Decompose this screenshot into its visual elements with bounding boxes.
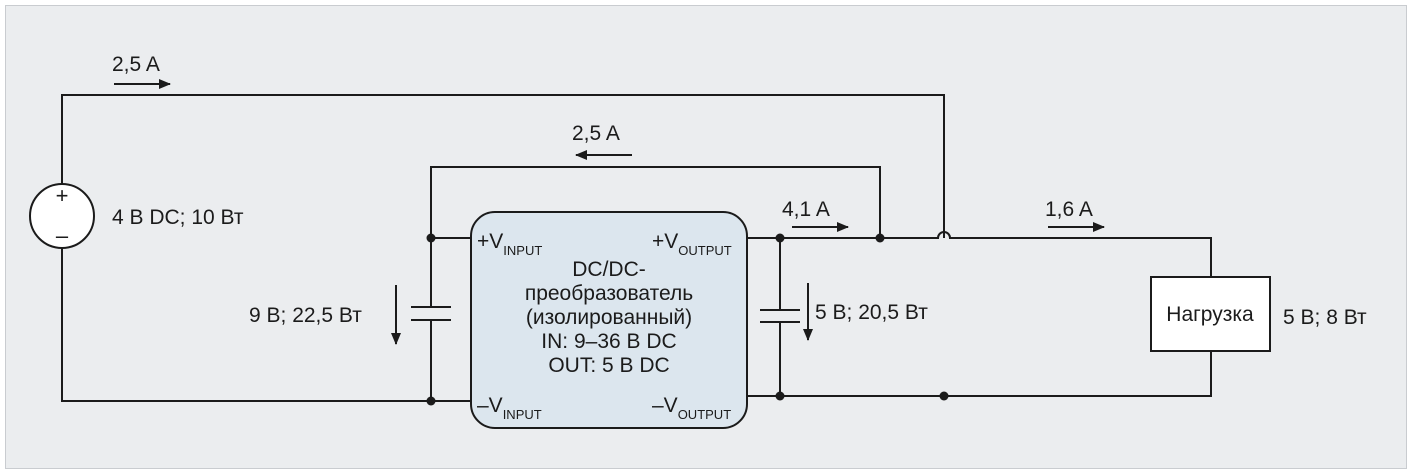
converter-input-spec: IN: 9–36 В DC [541, 330, 676, 353]
junction-dot [775, 233, 785, 243]
load-current-label: 1,6 A [1045, 198, 1093, 221]
output-capacitor [760, 309, 800, 323]
wire-feedback-loop [430, 166, 881, 238]
dc-dc-converter-block [470, 211, 748, 429]
converter-title-line3: (изолированный) [526, 306, 692, 329]
load-label: 5 В; 8 Вт [1283, 306, 1367, 329]
source-minus-sign: – [56, 223, 69, 248]
output-current-label: 4,1 A [782, 198, 830, 221]
input-cap-label: 9 В; 22,5 Вт [249, 304, 362, 327]
wire-output-minus [744, 351, 1212, 397]
vout-plus-pin: +VOUTPUT [652, 230, 732, 258]
wire-source-top [61, 94, 945, 238]
feedback-current-label: 2,5 A [572, 122, 620, 145]
source-label: 4 В DC; 10 Вт [112, 206, 244, 229]
junction-dot [939, 391, 949, 401]
junction-dot [775, 391, 785, 401]
voltage-source [29, 183, 95, 249]
load-box [1150, 276, 1271, 352]
source-plus-sign: + [56, 183, 69, 208]
vin-minus-pin: –VINPUT [477, 394, 542, 422]
junction-dot [426, 396, 436, 406]
junction-dot [875, 233, 885, 243]
converter-output-spec: OUT: 5 В DC [548, 354, 669, 377]
wire-output-plus [744, 231, 1212, 277]
converter-title-line1: DC/DC- [572, 258, 646, 281]
source-current-label: 2,5 A [112, 53, 160, 76]
output-cap-label: 5 В; 20,5 Вт [815, 301, 928, 324]
junction-dot [426, 233, 436, 243]
load-name: Нагрузка [1166, 303, 1254, 326]
input-capacitor [411, 306, 451, 321]
converter-title-line2: преобразователь [525, 282, 693, 305]
vout-minus-pin: –VOUTPUT [652, 394, 731, 422]
vin-plus-pin: +VINPUT [477, 230, 542, 258]
wire-source-bottom [61, 246, 475, 402]
